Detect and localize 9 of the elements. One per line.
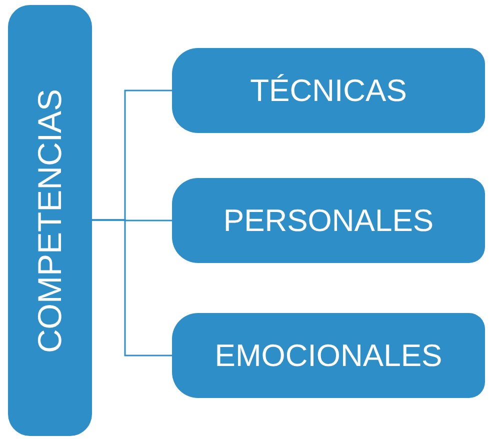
box-label: TÉCNICAS [250,72,407,108]
category-box [172,178,485,263]
category-box [172,313,485,398]
box-label: COMPETENCIAS [31,88,69,353]
category-box [172,48,485,133]
connector-line [92,219,172,356]
category-box [8,5,92,436]
box-label: PERSONALES [223,202,434,238]
box-label: EMOCIONALES [214,338,442,374]
